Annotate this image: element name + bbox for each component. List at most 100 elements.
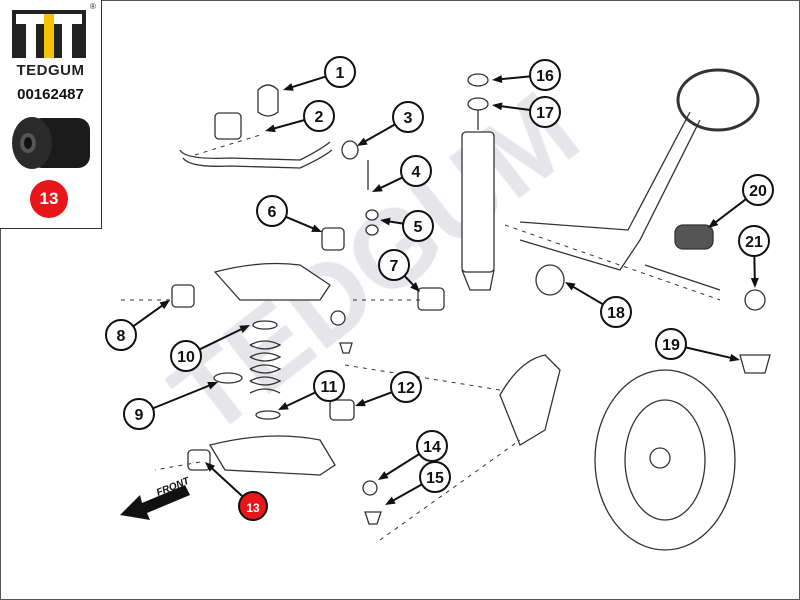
callout-label: 17 [536,105,554,122]
callout-circle [256,195,288,227]
callout-7: 7 [378,249,420,292]
leader-line [499,75,531,81]
callout-circle [600,296,632,328]
callout-label: 12 [397,380,415,397]
tedgum-logo: ® [12,2,96,58]
callout-label: 5 [414,219,423,236]
callout-circle [416,430,448,462]
arrowhead-icon [380,217,391,226]
leader-line [387,220,404,225]
callout-label: 18 [607,305,625,322]
callout-circle [402,210,434,242]
callout-label: 19 [662,337,680,354]
callout-21: 21 [738,225,770,288]
arrowhead-icon [159,300,170,310]
callout-label: 20 [749,183,767,200]
callout-label: 11 [321,379,338,396]
leader-line [713,198,747,224]
arrowhead-icon [492,102,503,111]
callout-circle [529,59,561,91]
callout-1: 1 [283,56,356,91]
callout-18: 18 [565,282,632,328]
callout-circle [123,398,155,430]
arrowhead-icon [708,218,719,228]
leader-line [753,255,756,281]
callout-circle [529,96,561,128]
leader-line [384,453,420,477]
leader-line [272,119,305,130]
callout-17: 17 [492,96,561,128]
callout-19: 19 [655,328,740,362]
callout-label: 1 [336,65,345,82]
callout-10: 10 [170,325,250,372]
callout-circle [238,491,268,521]
brand-name: TEDGUM [16,62,85,79]
callout-4: 4 [372,155,432,192]
callout-2: 2 [265,100,335,133]
arrowhead-icon [207,382,218,390]
front-arrow: FRONT [120,475,192,520]
arrowhead-icon [378,471,389,480]
leader-line [210,466,243,497]
callout-label: 10 [177,349,195,366]
callout-label: 14 [423,439,441,456]
bushing-image [12,117,90,169]
callout-11: 11 [278,370,345,410]
callout-circle [378,249,410,281]
callout-label: 16 [536,68,554,85]
leader-line [290,75,326,89]
callout-label: 6 [268,204,277,221]
leader-line [403,275,416,287]
callout-14: 14 [378,430,448,480]
registered-mark: ® [90,2,96,11]
callout-label: 4 [412,164,421,181]
leader-line [391,483,423,502]
leader-line [378,176,403,190]
callout-label: 2 [315,109,324,126]
callout-label: 3 [404,110,413,127]
callout-circle [738,225,770,257]
callout-12: 12 [355,371,422,407]
arrowhead-icon [239,325,250,333]
product-info-panel: ® TEDGUM 00162487 13 [0,0,102,229]
callout-circle [324,56,356,88]
callout-circle [400,155,432,187]
arrowhead-icon [492,75,503,84]
callout-label: 7 [390,258,399,275]
callout-circle [303,100,335,132]
arrowhead-icon [355,398,366,407]
callout-circle [419,461,451,493]
callout-label: 9 [135,407,144,424]
highlight-callout-badge: 13 [30,180,68,218]
callout-circle [105,319,137,351]
callout-16: 16 [492,59,561,91]
callout-3: 3 [357,101,424,146]
leader-line [362,391,393,405]
leader-line [199,327,244,351]
callout-20: 20 [708,174,774,228]
callout-label: 15 [426,470,444,487]
arrowhead-icon [729,353,740,362]
callout-15: 15 [385,461,451,505]
arrowhead-icon [410,282,420,292]
callout-label: 8 [117,328,126,345]
callout-circle [392,101,424,133]
arrowhead-icon [205,462,216,472]
leader-line [132,303,165,328]
arrowhead-icon [750,277,759,288]
leader-line [571,285,604,306]
callout-13: 13 [205,462,268,521]
callout-label: 21 [745,234,763,251]
callout-circle [390,371,422,403]
arrowhead-icon [265,124,276,133]
arrowhead-icon [278,402,289,410]
callout-5: 5 [380,210,434,242]
arrowhead-icon [311,224,322,232]
callout-label: 13 [246,501,260,515]
callout-circle [170,340,202,372]
callout-circle [313,370,345,402]
leader-line [685,346,733,360]
arrowhead-icon [283,83,294,91]
